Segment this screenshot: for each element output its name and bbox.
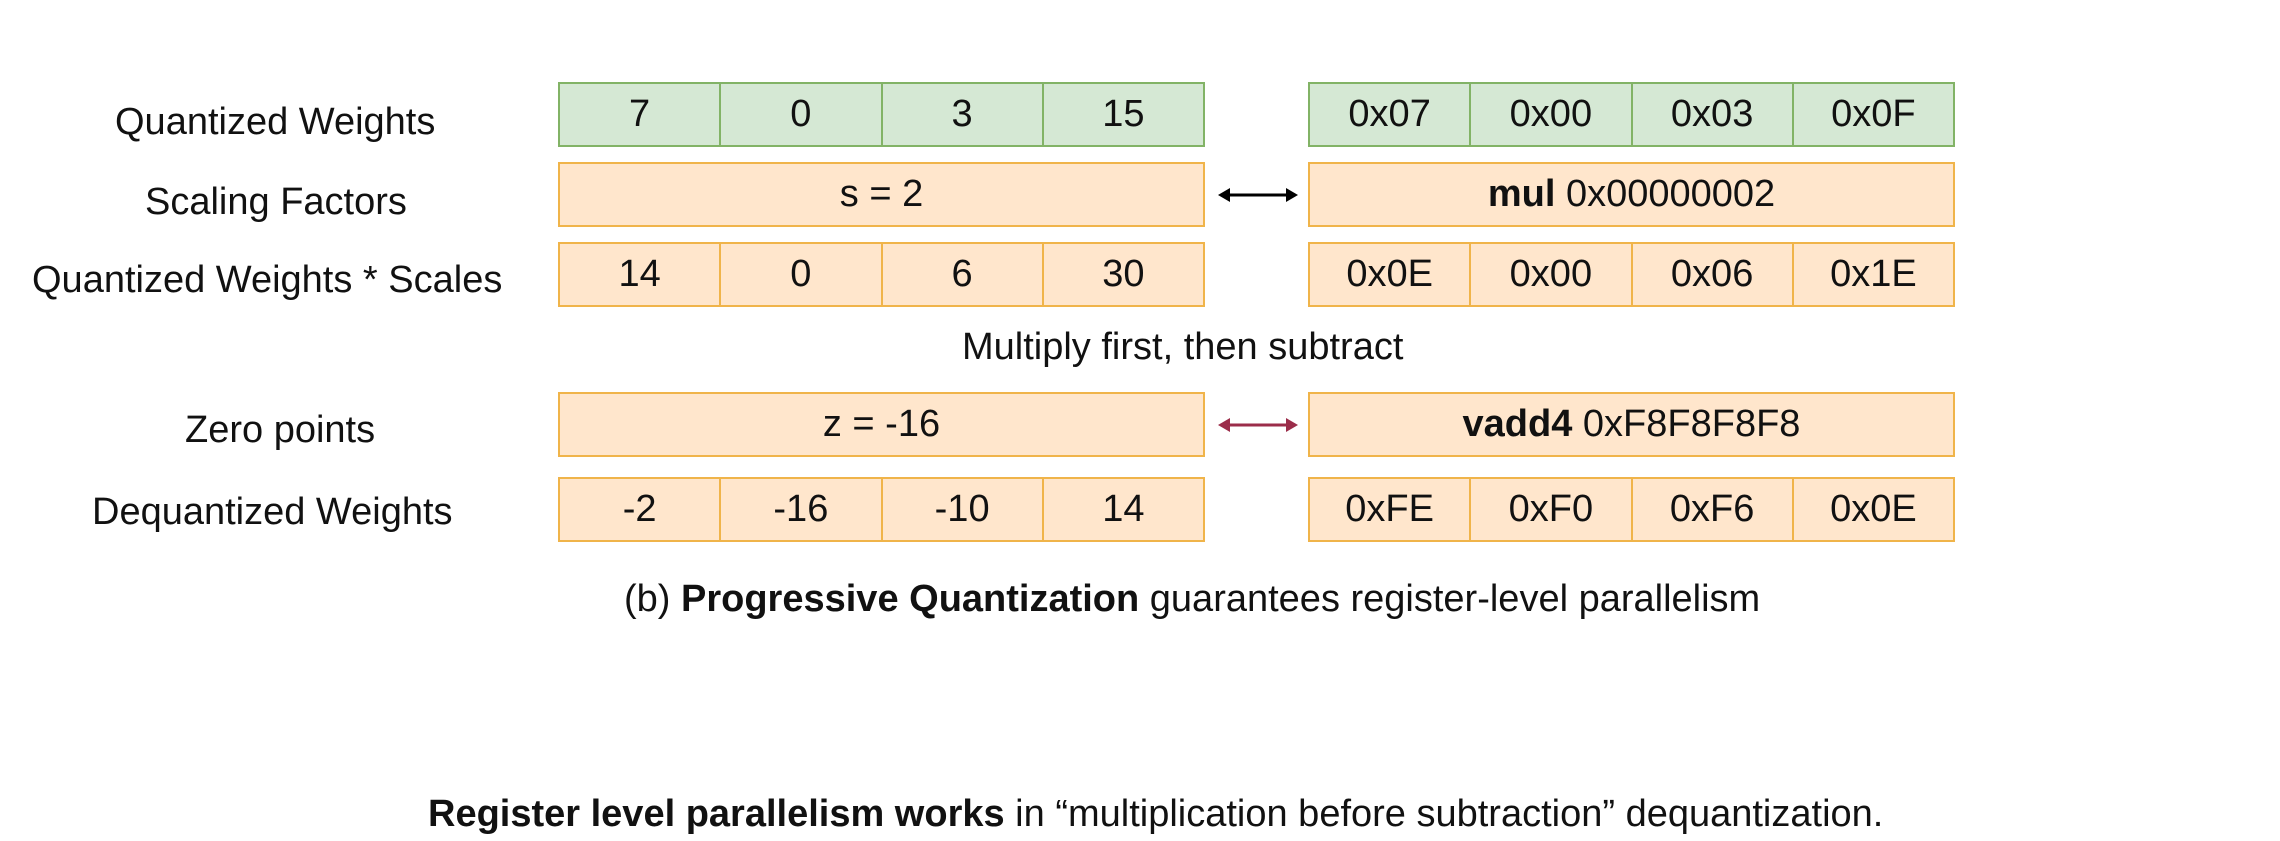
- caption-prefix: (b): [624, 578, 681, 620]
- figure-caption: (b) Progressive Quantization guarantees …: [624, 580, 1760, 618]
- zero-point-instruction: vadd4 0xF8F8F8F8: [1308, 392, 1955, 457]
- label-zero-points: Zero points: [185, 409, 376, 451]
- cell: 0x0E: [1308, 242, 1472, 307]
- double-arrow-icon: [1218, 418, 1298, 432]
- cell: 0xF6: [1632, 477, 1794, 542]
- mul-operand: 0x00000002: [1565, 173, 1776, 215]
- scaling-instruction-row: mul 0x00000002: [1308, 162, 1955, 227]
- cell: 0x06: [1632, 242, 1794, 307]
- scaled-weights-hex-row: 0x0E 0x00 0x06 0x1E: [1308, 242, 1955, 307]
- cell: 0xFE: [1308, 477, 1472, 542]
- cell: 0x07: [1308, 82, 1472, 147]
- double-arrow-icon: [1218, 188, 1298, 202]
- vadd4-operand: 0xF8F8F8F8: [1582, 403, 1801, 445]
- zero-point-instruction-row: vadd4 0xF8F8F8F8: [1308, 392, 1955, 457]
- cell: 14: [1043, 477, 1205, 542]
- cell: 0x00: [1471, 242, 1633, 307]
- cell: 0x1E: [1793, 242, 1955, 307]
- quantized-weights-hex-row: 0x07 0x00 0x03 0x0F: [1308, 82, 1955, 147]
- scale-instruction: mul 0x00000002: [1308, 162, 1955, 227]
- cell: -16: [721, 477, 883, 542]
- label-dequantized-weights: Dequantized Weights: [92, 491, 453, 533]
- zero-point-row: z = -16: [558, 392, 1205, 457]
- cell: 15: [1043, 82, 1205, 147]
- caption-rest: guarantees register-level parallelism: [1139, 578, 1761, 620]
- cell: -2: [558, 477, 722, 542]
- footer-rest: in “multiplication before subtraction” d…: [1004, 793, 1884, 835]
- footer-bold: Register level parallelism works: [428, 793, 1005, 835]
- scaled-weights-row: 14 0 6 30: [558, 242, 1205, 307]
- cell: 0: [721, 242, 883, 307]
- cell: -10: [882, 477, 1044, 542]
- footer-note: Register level parallelism works in “mul…: [428, 795, 1883, 833]
- cell: 3: [882, 82, 1044, 147]
- cell: 14: [558, 242, 722, 307]
- scale-value: s = 2: [558, 162, 1205, 227]
- cell: 30: [1043, 242, 1205, 307]
- label-scaled-weights: Quantized Weights * Scales: [32, 259, 503, 301]
- mul-opcode: mul: [1487, 173, 1556, 215]
- cell: 7: [558, 82, 722, 147]
- cell: 0x0E: [1793, 477, 1955, 542]
- zero-point-value: z = -16: [558, 392, 1205, 457]
- cell: 0x03: [1632, 82, 1794, 147]
- dequantized-weights-row: -2 -16 -10 14: [558, 477, 1205, 542]
- vadd4-opcode: vadd4: [1462, 403, 1573, 445]
- scaling-factor-row: s = 2: [558, 162, 1205, 227]
- caption-bold: Progressive Quantization: [681, 578, 1140, 620]
- cell: 0xF0: [1471, 477, 1633, 542]
- quantized-weights-row: 7 0 3 15: [558, 82, 1205, 147]
- label-quantized-weights: Quantized Weights: [115, 101, 436, 143]
- label-scaling-factors: Scaling Factors: [145, 181, 407, 223]
- cell: 6: [882, 242, 1044, 307]
- mid-note: Multiply first, then subtract: [962, 326, 1404, 368]
- cell: 0x0F: [1793, 82, 1955, 147]
- cell: 0x00: [1471, 82, 1633, 147]
- cell: 0: [721, 82, 883, 147]
- dequantized-weights-hex-row: 0xFE 0xF0 0xF6 0x0E: [1308, 477, 1955, 542]
